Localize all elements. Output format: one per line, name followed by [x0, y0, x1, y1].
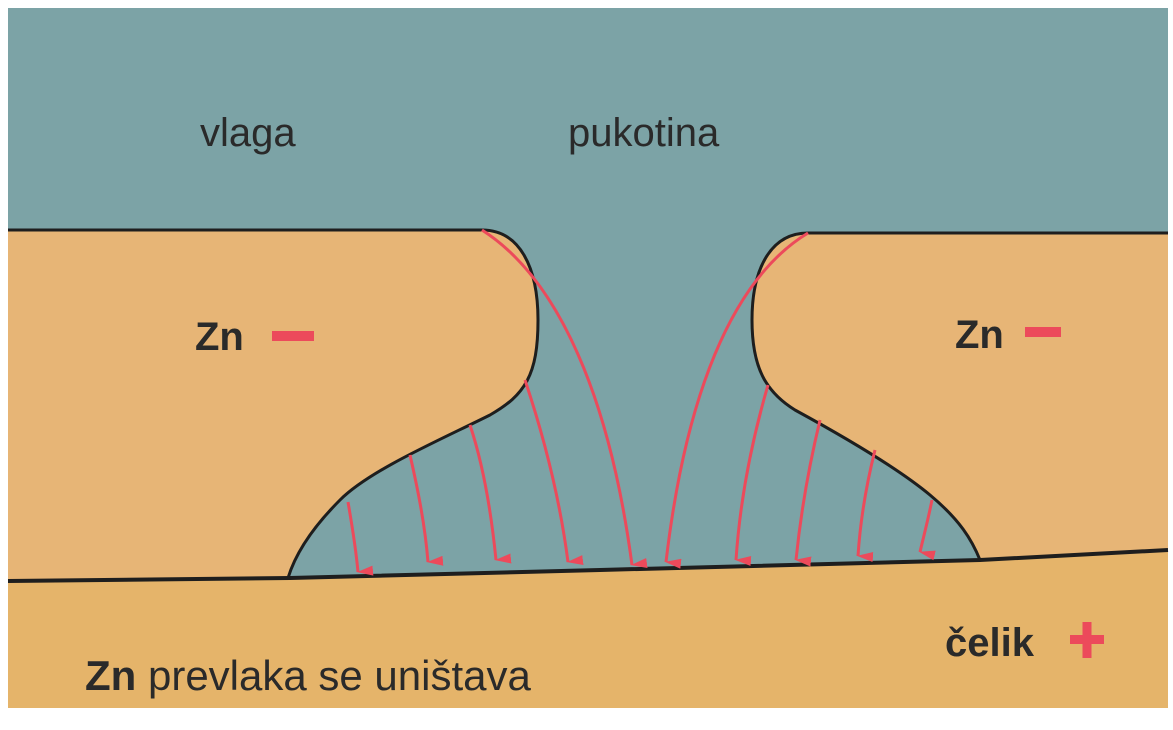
- crack-label: pukotina: [568, 111, 720, 155]
- steel-label: čelik: [945, 621, 1035, 665]
- zinc-right-label: Zn: [955, 313, 1004, 357]
- arrow-down-icon: [346, 501, 374, 576]
- moisture-label: vlaga: [200, 111, 296, 155]
- zinc-left-outline: [8, 228, 540, 579]
- arrow-down-icon: [734, 384, 770, 566]
- steel-substrate: [8, 550, 1168, 708]
- zinc-right-outline: [750, 231, 1168, 561]
- arrow-down-icon: [664, 231, 809, 569]
- negative-sign-left: [272, 331, 314, 341]
- steel-surface-line: [7, 548, 1169, 583]
- caption-bold: Zn: [85, 652, 136, 699]
- arrow-down-icon: [794, 419, 822, 567]
- zinc-coating-left: [8, 230, 538, 580]
- arrow-down-icon: [408, 454, 444, 566]
- positive-sign: [1070, 622, 1104, 658]
- caption-rest: prevlaka se uništava: [136, 652, 531, 699]
- arrow-down-icon: [523, 379, 584, 566]
- arrow-down-icon: [856, 449, 877, 562]
- negative-sign-right: [1025, 327, 1061, 337]
- arrow-down-icon: [918, 499, 936, 561]
- current-arrows: [346, 228, 936, 576]
- zinc-left-label: Zn: [195, 315, 244, 359]
- caption: Zn prevlaka se uništava: [85, 652, 532, 699]
- arrow-down-icon: [468, 424, 512, 564]
- zinc-coating-right: [752, 233, 1168, 560]
- arrow-down-icon: [481, 228, 648, 568]
